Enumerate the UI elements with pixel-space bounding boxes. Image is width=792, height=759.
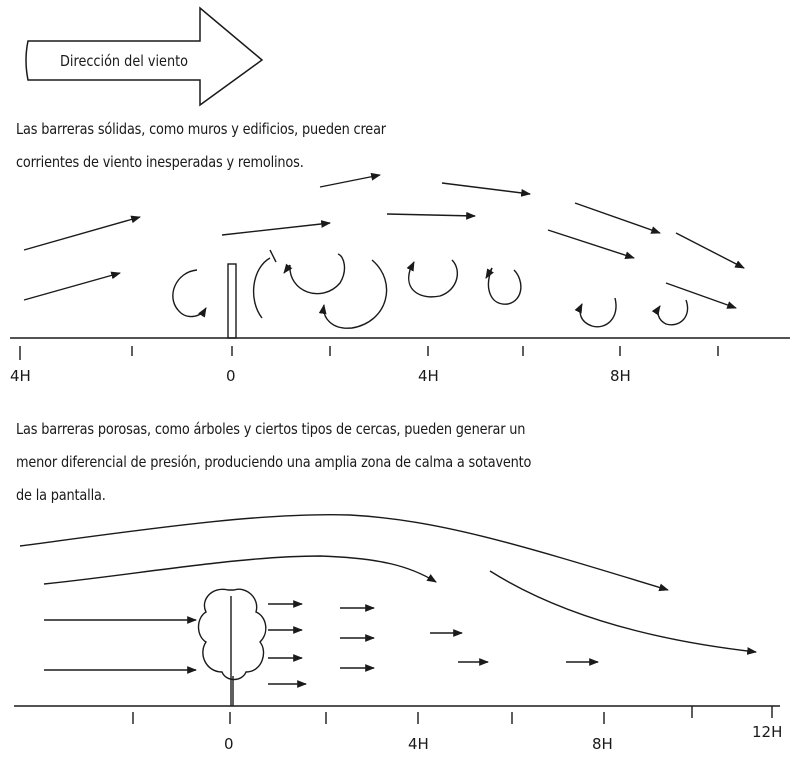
solid-caption-line: Las barreras sólidas, como muros y edifi…: [16, 120, 386, 138]
porous-tick-label: 0: [224, 735, 234, 753]
tree-crown: [197, 588, 267, 681]
solid-tick-label: 0: [226, 367, 236, 385]
porous-tick-label: 12H: [752, 723, 782, 741]
solid-tick-label: 4H: [418, 367, 439, 385]
porous-barrier-diagram: [14, 513, 780, 724]
wind-direction-label: Dirección del viento: [60, 52, 188, 70]
solid-wall: [227, 263, 237, 339]
porous-tick-label: 4H: [408, 735, 429, 753]
solid-caption-line: corrientes de viento inesperadas y remol…: [16, 153, 304, 171]
solid-barrier-diagram: [10, 172, 790, 360]
wind-direction-arrow-icon: [25, 6, 264, 107]
porous-caption-line: de la pantalla.: [16, 486, 106, 504]
porous-tick-label: 8H: [592, 735, 613, 753]
porous-caption-line: Las barreras porosas, como árboles y cie…: [16, 420, 526, 438]
solid-tick-label: 4H: [10, 367, 31, 385]
solid-tick-label: 8H: [610, 367, 631, 385]
porous-caption-line: menor diferencial de presión, produciend…: [16, 453, 532, 471]
